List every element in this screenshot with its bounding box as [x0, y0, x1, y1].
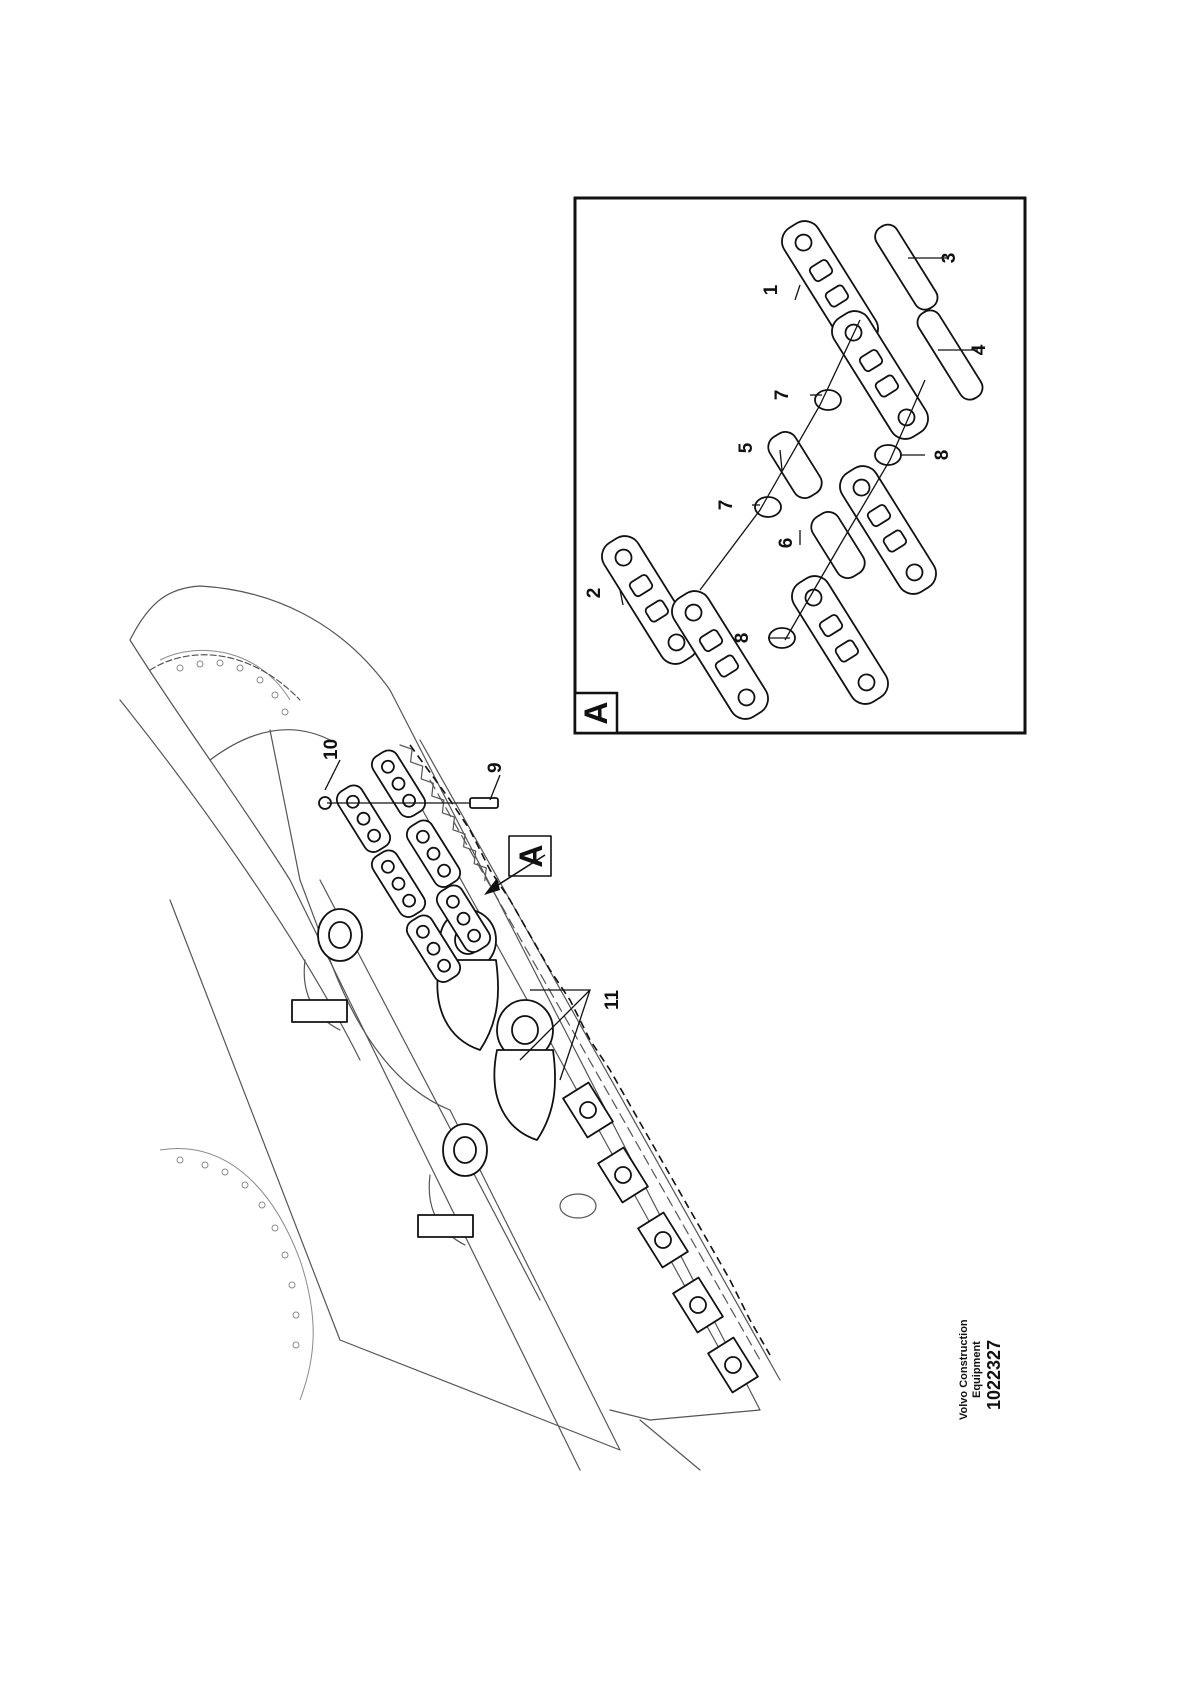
callout-5: 5: [736, 442, 757, 453]
detail-pin-3: [874, 223, 939, 311]
track-roller-lower-left: [417, 1123, 488, 1246]
undercarriage-main-view: A 10 9 11: [119, 585, 781, 1471]
callout-7-top: 7: [772, 390, 793, 401]
track-roller-upper-left: [291, 908, 363, 1031]
detail-pin-4: [916, 309, 984, 401]
footer-brand-line2: Equipment: [971, 1341, 983, 1398]
detail-link-lower-left: [671, 590, 769, 720]
callout-6: 6: [776, 538, 797, 549]
callout-9: 9: [485, 762, 506, 773]
callout-1: 1: [761, 284, 782, 295]
callout-2: 2: [584, 588, 605, 599]
screw-9: [469, 797, 499, 809]
detail-bushing-6: [810, 511, 866, 579]
callout-8-left: 8: [732, 633, 753, 644]
detail-seal-7-a: [754, 496, 782, 518]
callout-4: 4: [969, 344, 990, 355]
detail-seal-8-b: [874, 444, 902, 466]
footer-brand: Volvo Construction Equipment 1022327: [958, 1319, 1004, 1420]
detail-a-label: A: [578, 701, 614, 724]
callout-7-bottom: 7: [716, 500, 737, 511]
callout-11: 11: [602, 990, 623, 1011]
track-links-main: [335, 749, 492, 983]
detail-a-pointer: A: [484, 835, 552, 895]
detail-bushing-5: [767, 431, 823, 499]
footer-part-number: 1022327: [984, 1340, 1004, 1410]
track-guard-segments: [562, 1081, 759, 1394]
detail-link-2: [601, 535, 699, 665]
track-roller-center-2: [493, 999, 556, 1141]
callout-8-right: 8: [932, 450, 953, 461]
footer-brand-line1: Volvo Construction: [958, 1319, 970, 1420]
callout-10: 10: [321, 739, 342, 760]
detail-link-bottom-middle: [791, 575, 889, 705]
detail-a-pointer-label: A: [513, 844, 549, 867]
detail-a-box: A: [573, 196, 1027, 735]
callout-3: 3: [939, 253, 960, 264]
detail-link-bottom-right: [839, 465, 937, 595]
